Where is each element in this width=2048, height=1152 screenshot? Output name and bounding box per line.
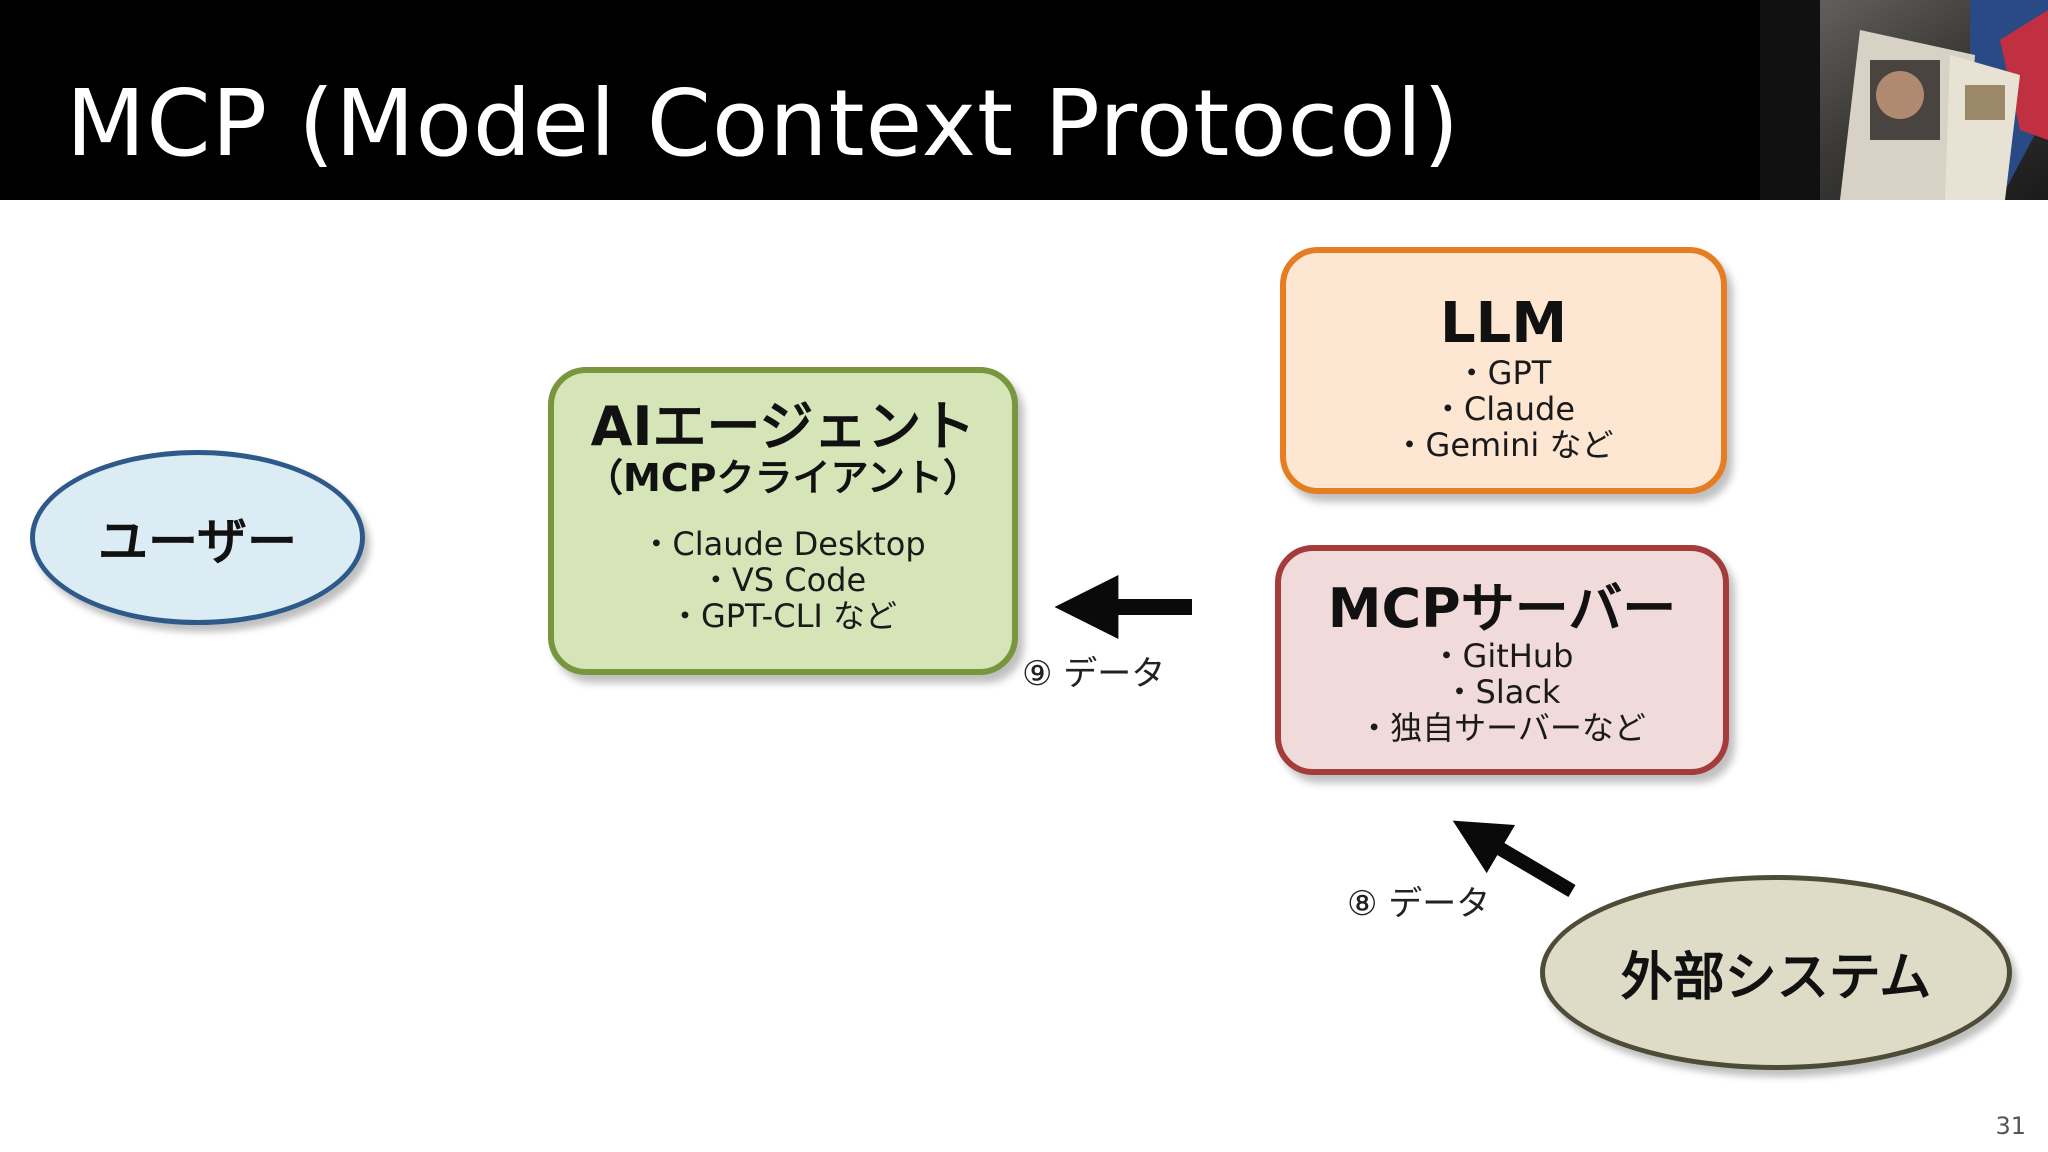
- step8-data-label: ⑧ データ: [1347, 884, 1491, 924]
- llm-item: ・Claude: [1431, 389, 1576, 428]
- mcp-server-title: MCPサーバー: [1327, 577, 1677, 640]
- llm-item: ・GPT: [1455, 353, 1552, 392]
- external-system-label: 外部システム: [1620, 948, 1932, 1008]
- page-number: 31: [1995, 1112, 2026, 1140]
- external-system-node: 外部システム: [1540, 875, 2012, 1070]
- mcp-server-box: MCPサーバー ・GitHub ・Slack ・独自サーバーなど: [1275, 545, 1729, 775]
- ai-agent-item: ・GPT-CLI など: [668, 597, 898, 636]
- ai-agent-item: ・VS Code: [699, 561, 867, 600]
- arrow-external-to-mcp: [1452, 820, 1576, 898]
- mcp-server-item: ・GitHub: [1430, 637, 1574, 676]
- llm-item: ・Gemini など: [1393, 425, 1614, 464]
- ai-agent-item: ・Claude Desktop: [640, 525, 926, 564]
- speaker-photo: [1760, 0, 2048, 200]
- mcp-server-item: ・独自サーバーなど: [1358, 709, 1646, 748]
- mcp-server-item: ・Slack: [1443, 673, 1561, 712]
- ai-agent-subtitle: （MCPクライアント）: [584, 456, 982, 501]
- user-label: ユーザー: [98, 512, 297, 571]
- llm-title: LLM: [1439, 291, 1568, 356]
- step9-data-label: ⑨ データ: [1022, 654, 1166, 694]
- llm-box: LLM ・GPT ・Claude ・Gemini など: [1280, 247, 1727, 494]
- slide-title: MCP (Model Context Protocol): [66, 70, 1460, 177]
- user-node: ユーザー: [30, 450, 365, 625]
- slide-header: MCP (Model Context Protocol): [0, 0, 2048, 200]
- ai-agent-title: AIエージェント: [590, 395, 976, 458]
- ai-agent-box: AIエージェント （MCPクライアント） ・Claude Desktop ・VS…: [548, 367, 1018, 675]
